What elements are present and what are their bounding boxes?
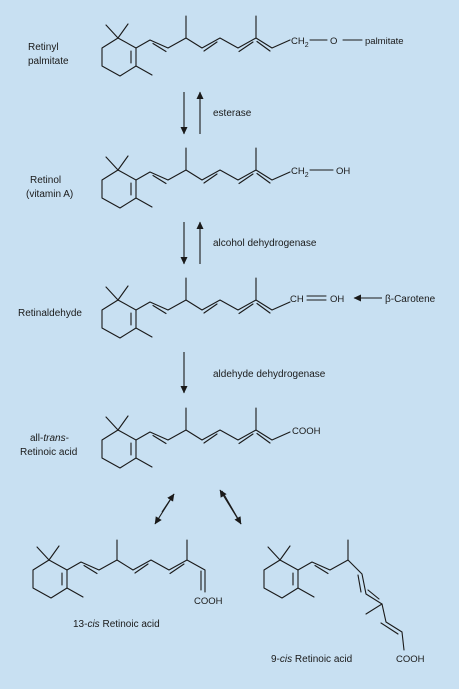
- 9-cis-label: 9-cis Retinoic acid: [271, 654, 352, 665]
- retinol-label-line1: Retinol: [30, 175, 61, 186]
- retinyl-palmitate-structure: Retinyl palmitate CH2 O palmitate: [28, 15, 404, 77]
- 13-cis-retinoic-acid-structure: COOH 13-cis Retinoic acid: [32, 539, 223, 630]
- all-trans-label-line2: Retinoic acid: [20, 447, 77, 458]
- retinyl-palmitate-label-line1: Retinyl: [28, 42, 59, 53]
- retinaldehyde-oh: OH: [330, 294, 344, 305]
- esterase-equilibrium-arrows: [180, 91, 204, 135]
- retinaldehyde-ch: CH: [290, 294, 304, 305]
- beta-carotene-label: β-Carotene: [385, 294, 436, 305]
- retinaldehyde-skeleton: [101, 277, 327, 339]
- all-trans-label-line1: all-trans-: [30, 433, 69, 444]
- isomerization-arrows: [154, 489, 242, 525]
- all-trans-skeleton: [101, 407, 291, 469]
- 9-cis-skeleton: [263, 539, 405, 651]
- retinyl-palmitate-label-line2: palmitate: [28, 56, 69, 67]
- retinol-label-line2: (vitamin A): [26, 189, 73, 200]
- retinyl-palmitate-oxygen: O: [330, 36, 337, 47]
- retinol-structure: Retinol (vitamin A) CH2 OH: [26, 147, 350, 209]
- 13-cis-cooh: COOH: [194, 596, 223, 607]
- all-trans-retinoic-acid-structure: all-trans- Retinoic acid COOH: [20, 407, 321, 469]
- retinyl-palmitate-tail: palmitate: [365, 36, 404, 47]
- all-trans-cooh: COOH: [292, 426, 321, 437]
- retinol-oh: OH: [336, 166, 350, 177]
- enzyme-aldehyde-dehydrogenase: aldehyde dehydrogenase: [213, 369, 326, 380]
- 13-cis-skeleton: [32, 539, 206, 599]
- retinol-skeleton: [101, 147, 334, 209]
- retinaldehyde-label: Retinaldehyde: [18, 308, 82, 319]
- enzyme-esterase: esterase: [213, 108, 252, 119]
- 13-cis-label: 13-cis Retinoic acid: [73, 619, 160, 630]
- retinol-ch2: CH2: [291, 166, 309, 179]
- 9-cis-retinoic-acid-structure: COOH 9-cis Retinoic acid: [263, 539, 425, 665]
- alcohol-dehydrogenase-equilibrium-arrows: [180, 221, 204, 265]
- retinyl-palmitate-ch2: CH2: [291, 36, 309, 49]
- 9-cis-cooh: COOH: [396, 654, 425, 665]
- retinyl-palmitate-skeleton: [101, 15, 363, 77]
- enzyme-alcohol-dehydrogenase: alcohol dehydrogenase: [213, 238, 317, 249]
- retinaldehyde-structure: Retinaldehyde CH OH β-Carotene: [18, 277, 436, 339]
